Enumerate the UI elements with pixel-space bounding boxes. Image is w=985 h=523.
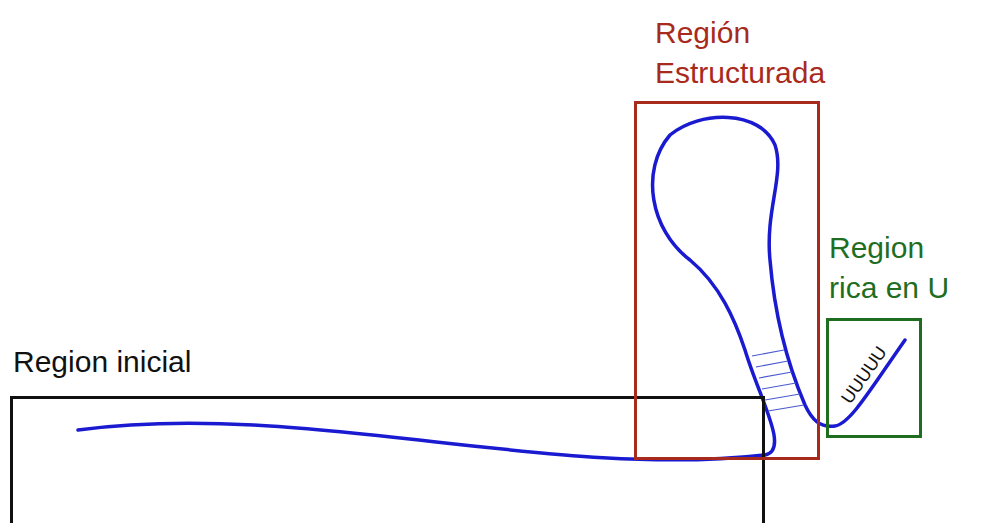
base-pairs [752, 350, 804, 411]
base-pair [768, 405, 804, 411]
u-rich-region-box: Region rica en U [826, 318, 922, 438]
region-heading: Region rica en U [829, 228, 964, 308]
structured-region-box: Región Estructurada [634, 101, 820, 460]
base-pair [762, 383, 796, 389]
rna-strand [78, 117, 905, 460]
region-heading: Región Estructurada [655, 13, 870, 93]
base-pair [756, 361, 788, 367]
region-heading: Region inicial [13, 342, 413, 382]
base-pair [752, 350, 784, 356]
u-sequence: UUUUU [838, 343, 890, 407]
base-pair [765, 394, 800, 400]
base-pair [759, 372, 792, 378]
